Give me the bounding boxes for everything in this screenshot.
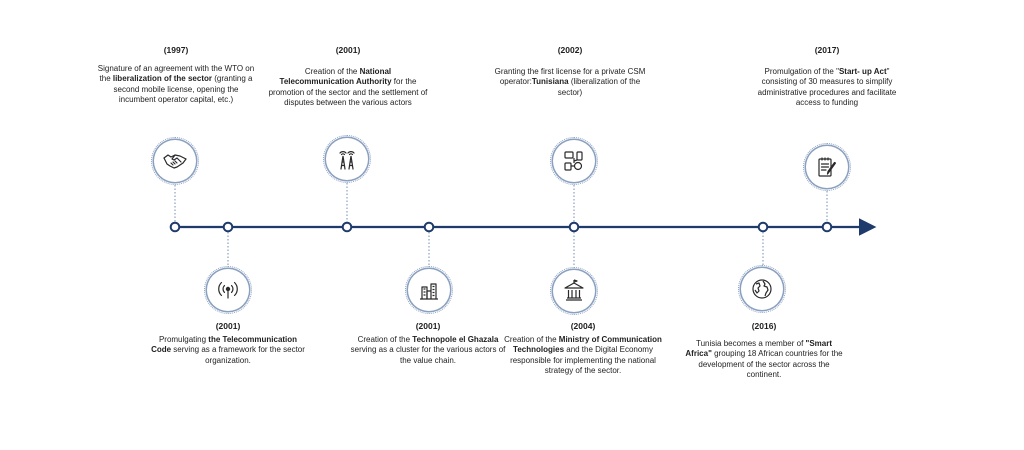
description-run: for the promotion of the sector and the … [268,77,428,108]
technopole-building-icon [405,266,453,314]
description-run: " consisting of 30 measures to simplify … [757,67,897,108]
description-run: Creation of the [304,67,360,76]
description-run: (granting a second mobile license, openi… [113,74,253,105]
event-description-1997: Signature of an agreement with the WTO o… [96,64,256,106]
handshake-icon [151,137,199,185]
timeline-dot [341,221,353,233]
description-run: liberalization of the sector [112,74,212,84]
year-label-1997: (1997) [163,45,189,55]
timeline-dot [821,221,833,233]
description-run: "Smart Africa" [685,339,832,359]
year-label-2002: (2002) [557,45,583,55]
document-pen-icon [803,143,851,191]
event-description-2001-technopole: Creation of the Technopole el Ghazala se… [348,335,508,366]
description-run: serving as a cluster for the various act… [350,345,506,365]
description-run: Promulgation of the " [764,67,839,76]
description-run: Tunisia becomes a member of [696,339,806,348]
telecom-towers-icon [323,135,371,183]
year-label-2001-authority: (2001) [335,45,361,55]
antenna-signal-icon [204,266,252,314]
connectors [174,183,828,267]
year-label-2004: (2004) [570,321,596,331]
timeline-dot [222,221,234,233]
event-description-2002: Granting the first license for a private… [490,67,650,98]
description-run: Start- up Act [838,67,887,76]
description-run: Creation of the [504,335,559,344]
description-run: Signature of an agreement with the WTO o… [97,64,255,84]
description-run: (liberalization of the sector) [557,77,641,97]
description-run: National Telecommunication Authority [279,67,392,87]
event-description-2001-authority: Creation of the National Telecommunicati… [268,67,428,109]
timeline-dot [568,221,580,233]
description-run: Promulgating [158,335,209,344]
event-description-2004: Creation of the Ministry of Communicatio… [503,335,663,377]
timeline-dot [169,221,181,233]
year-label-2017: (2017) [814,45,840,55]
event-description-2016: Tunisia becomes a member of "Smart Afric… [684,339,844,381]
description-run: serving as a framework for the sector or… [171,345,305,365]
description-run: Granting the first license for a private… [494,67,646,87]
globe-icon [738,265,786,313]
event-description-2017: Promulgation of the "Start- up Act" cons… [747,67,907,109]
description-run: Creation of the [357,335,413,344]
description-run: grouping 18 African countries for the de… [698,349,843,380]
year-label-2001-technopole: (2001) [415,321,441,331]
timeline-dots [169,221,833,233]
network-devices-icon [550,137,598,185]
description-run: Tunisiana [531,77,569,87]
description-run: Technopole el Ghazala [412,335,499,344]
timeline-dot [757,221,769,233]
ministry-building-icon [550,267,598,315]
year-label-2001-code: (2001) [215,321,241,331]
event-description-2001-code: Promulgating the Telecommunication Code … [148,335,308,366]
timeline-dot [423,221,435,233]
description-run: Ministry of Communication Technologies [513,335,662,355]
description-run: the Telecommunication Code [151,335,298,355]
year-label-2016: (2016) [751,321,777,331]
description-run: and the Digital Economy responsible for … [510,345,656,376]
